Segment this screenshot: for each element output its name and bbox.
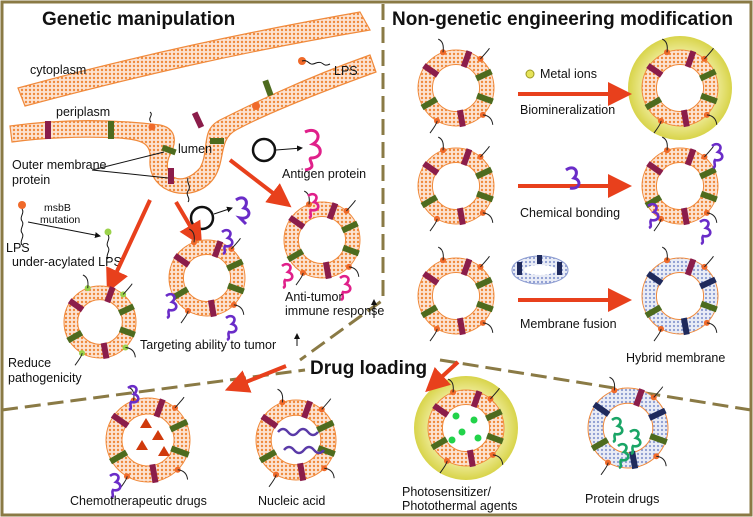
plasmid-icon — [251, 137, 277, 163]
process-arrows-nongenetic — [224, 82, 632, 393]
vesicle-nongenetic-3 — [417, 246, 495, 342]
label-outer-membrane-protein: protein — [12, 173, 50, 187]
outer-membrane — [9, 54, 377, 194]
label-lps-top: LPS — [334, 64, 358, 78]
label-lps-left: LPS — [6, 241, 30, 255]
heading-drug: Drug loading — [310, 358, 427, 379]
label-outer-membrane: Outer membrane — [12, 158, 107, 172]
label-antitumor: Anti-tumor — [285, 290, 343, 304]
vesicle-reduced-pathogenicity — [63, 274, 137, 366]
label-targeting: Targeting ability to tumor — [140, 338, 276, 352]
vesicle-nucleic — [255, 388, 337, 488]
vesicle-chemical-bonded — [641, 136, 724, 246]
vesicle-protein-drugs — [587, 376, 669, 476]
vesicle-targeting — [165, 228, 246, 342]
inner-membrane — [17, 11, 371, 107]
antigen-protein-icon — [304, 129, 322, 172]
label-lumen: lumen — [178, 142, 212, 156]
vesicle-nongenetic-1 — [417, 38, 495, 134]
label-nucleic: Nucleic acid — [258, 494, 325, 508]
label-reduce: Reduce — [8, 356, 51, 370]
label-metal-ions: Metal ions — [540, 67, 597, 81]
label-chemo: Chemotherapeutic drugs — [70, 494, 207, 508]
outer-membrane-protein-green — [108, 121, 114, 139]
vesicle-photo — [414, 376, 518, 480]
heading-nongenetic: Non-genetic engineering modification — [392, 9, 733, 30]
label-chemical-bonding: Chemical bonding — [520, 206, 620, 220]
vesicle-antigen — [281, 190, 361, 302]
label-membrane-fusion: Membrane fusion — [520, 317, 617, 331]
vesicle-mineralized — [628, 36, 732, 140]
metal-ion-icon — [525, 69, 535, 79]
vesicle-hybrid — [641, 246, 719, 342]
vesicle-nongenetic-2 — [417, 136, 495, 232]
blue-vesicle-small — [511, 255, 569, 285]
label-protein-drugs: Protein drugs — [585, 492, 659, 506]
heading-genetic: Genetic manipulation — [42, 9, 235, 30]
lps-molecule-icon — [20, 208, 24, 246]
label-cytoplasm: cytoplasm — [30, 63, 86, 77]
plasmid-icon-2 — [189, 205, 215, 231]
label-mutation: mutation — [40, 214, 80, 226]
label-periplasm: periplasm — [56, 105, 110, 119]
ligand-icon-chemical — [565, 166, 581, 190]
outer-membrane-protein-maroon — [45, 121, 51, 139]
bacterial-membrane — [9, 11, 377, 203]
under-acylated-lps-icon — [106, 234, 110, 260]
label-biomineralization: Biomineralization — [520, 103, 615, 117]
label-antigen-protein: Antigen protein — [282, 167, 366, 181]
label-photothermal: Photothermal agents — [402, 499, 517, 513]
label-photosensitizer: Photosensitizer/ — [402, 485, 491, 499]
targeting-ligand-icon — [235, 196, 251, 226]
vesicle-chemo — [105, 384, 191, 500]
label-immune-response: immune response — [285, 304, 384, 318]
process-arrows-genetic — [106, 158, 292, 293]
vesicle-layer — [63, 36, 732, 500]
label-msbb: msbB — [44, 202, 71, 214]
label-hybrid-membrane: Hybrid membrane — [626, 351, 725, 365]
callout-lines — [91, 151, 169, 179]
label-under-acylated-lps: under-acylated LPS — [12, 255, 122, 269]
label-pathogenicity: pathogenicity — [8, 371, 82, 385]
